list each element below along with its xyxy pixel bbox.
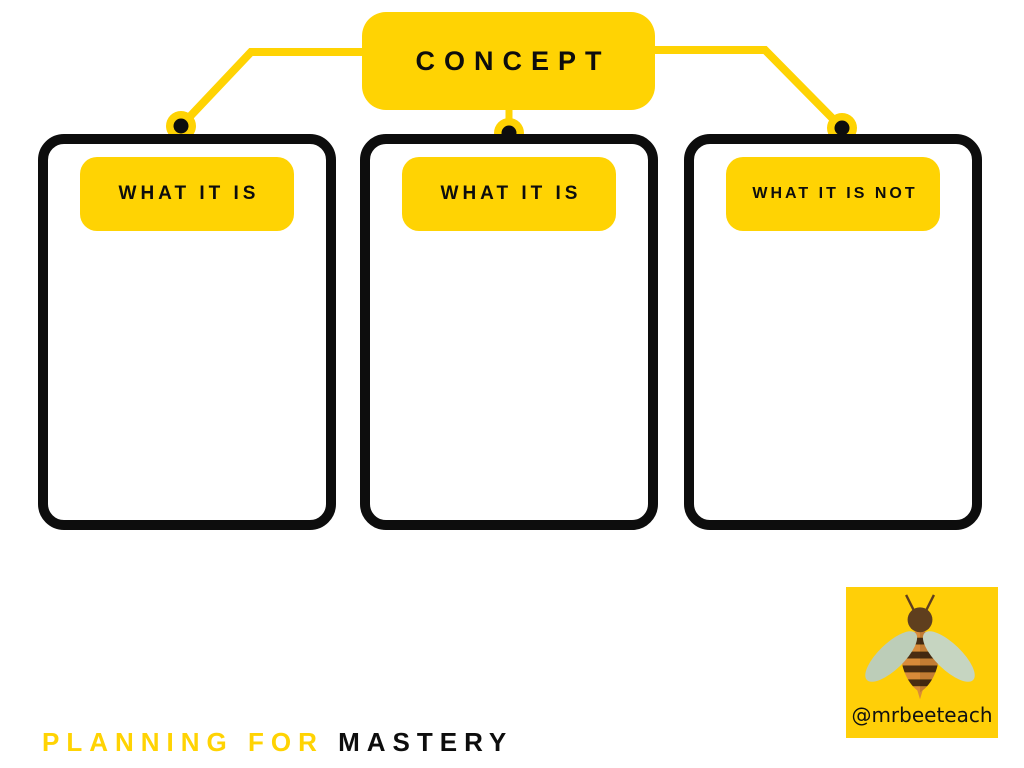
card-writing-area-2 (378, 240, 640, 512)
concept-node: CONCEPT (362, 12, 655, 110)
card-label-what-it-is-not: WHAT IT IS NOT (726, 157, 940, 231)
card-label-text: WHAT IT IS (118, 183, 260, 204)
connector-right (655, 46, 845, 131)
bee-icon (865, 594, 975, 700)
logo-handle: @mrbeeteach (851, 703, 993, 727)
card-label-what-it-is-2: WHAT IT IS (402, 157, 616, 231)
card-what-it-is-not: WHAT IT IS NOT (684, 134, 982, 530)
card-what-it-is-2: WHAT IT IS (360, 134, 658, 530)
card-what-it-is-1: WHAT IT IS (38, 134, 336, 530)
footer-title-highlight: PLANNING FOR (42, 727, 324, 757)
card-writing-area-1 (56, 240, 318, 512)
concept-title: CONCEPT (415, 45, 611, 76)
connector-left (178, 48, 362, 129)
card-label-text: WHAT IT IS NOT (752, 185, 918, 202)
footer-title-rest: MASTERY (338, 727, 514, 757)
card-label-text: WHAT IT IS (440, 183, 582, 204)
brand-logo: @mrbeeteach (846, 587, 998, 738)
footer-title: PLANNING FOR MASTERY (42, 727, 513, 758)
card-label-what-it-is-1: WHAT IT IS (80, 157, 294, 231)
card-writing-area-3 (702, 240, 964, 512)
node-dot-left (166, 111, 196, 141)
